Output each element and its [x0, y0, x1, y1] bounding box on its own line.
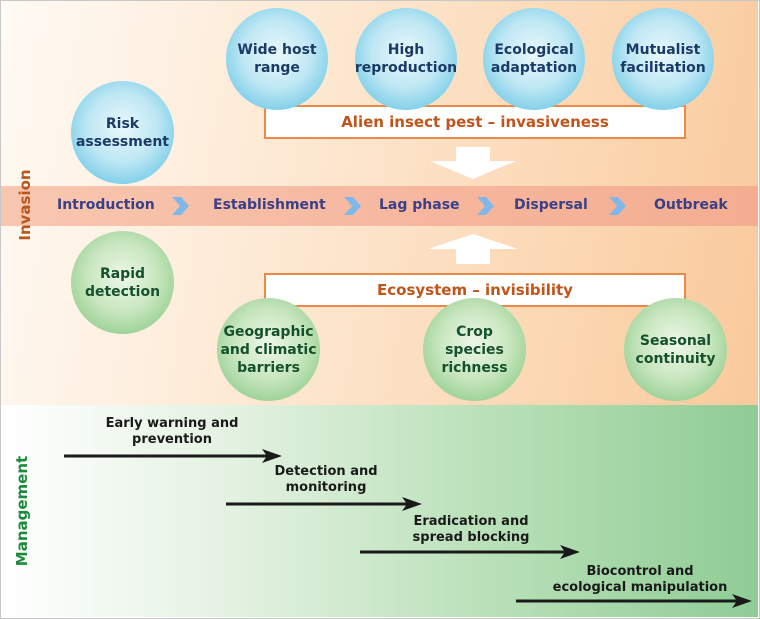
invasion-section-label: Invasion — [16, 169, 34, 241]
trait-line: Seasonal — [639, 332, 712, 349]
stage-outbreak: Outbreak — [654, 197, 728, 213]
step-line: monitoring — [285, 480, 367, 495]
chevron-right-icon — [172, 197, 189, 215]
up-arrow-icon — [428, 234, 518, 264]
management-panel — [1, 405, 758, 617]
action-line: assessment — [75, 133, 170, 150]
ecosystem-invisibility-title: Ecosystem – invisibility — [377, 281, 573, 299]
action-line: Risk — [105, 115, 140, 132]
trait-line: High — [387, 42, 425, 58]
management-arrow-eradication — [360, 545, 580, 559]
trait-line: reproduction — [354, 60, 458, 76]
trait-line: facilitation — [620, 60, 706, 76]
management-arrow-detection — [226, 497, 422, 511]
chevron-right-icon — [609, 197, 626, 215]
pest-invasiveness-title: Alien insect pest – invasiveness — [341, 113, 609, 131]
management-section-label: Management — [13, 455, 31, 567]
step-line: Biocontrol and — [586, 564, 694, 579]
management-arrow-biocontrol — [516, 594, 752, 608]
trait-line: Wide host — [237, 42, 317, 58]
trait-high-reproduction: High reproduction — [355, 8, 457, 110]
pest-invasiveness-box: Alien insect pest – invasiveness — [264, 105, 686, 139]
stage-dispersal: Dispersal — [514, 197, 588, 213]
step-line: ecological manipulation — [552, 580, 728, 595]
trait-line: adaptation — [490, 60, 578, 76]
trait-mutualist-facilitation: Mutualist facilitation — [612, 8, 714, 110]
stage-lag-phase: Lag phase — [379, 197, 460, 213]
trait-line: Ecological — [494, 42, 574, 58]
trait-ecological-adaptation: Ecological adaptation — [483, 8, 585, 110]
down-arrow-icon — [430, 147, 516, 179]
trait-line: continuity — [635, 350, 716, 367]
trait-line: barriers — [237, 359, 300, 376]
chevron-right-icon — [477, 197, 494, 215]
stage-establishment: Establishment — [213, 197, 326, 213]
trait-line: richness — [441, 359, 508, 376]
step-line: Early warning and — [105, 416, 239, 431]
stage-introduction: Introduction — [57, 197, 155, 213]
trait-line: Crop — [456, 323, 493, 340]
trait-line: Geographic — [223, 323, 314, 340]
step-line: Detection and — [274, 464, 378, 479]
step-line: prevention — [132, 432, 212, 447]
chevron-right-icon — [344, 197, 361, 215]
step-line: Eradication and — [413, 514, 529, 529]
trait-wide-host-range: Wide host range — [226, 8, 328, 110]
trait-line: range — [254, 60, 300, 76]
trait-line: and climatic — [220, 341, 317, 358]
management-arrow-early-warning — [64, 449, 282, 463]
invasion-stage-band — [1, 186, 758, 226]
trait-line: species — [445, 341, 504, 358]
action-line: detection — [84, 283, 161, 300]
trait-line: Mutualist — [625, 42, 701, 58]
step-line: spread blocking — [412, 530, 530, 545]
action-line: Rapid — [99, 265, 146, 282]
